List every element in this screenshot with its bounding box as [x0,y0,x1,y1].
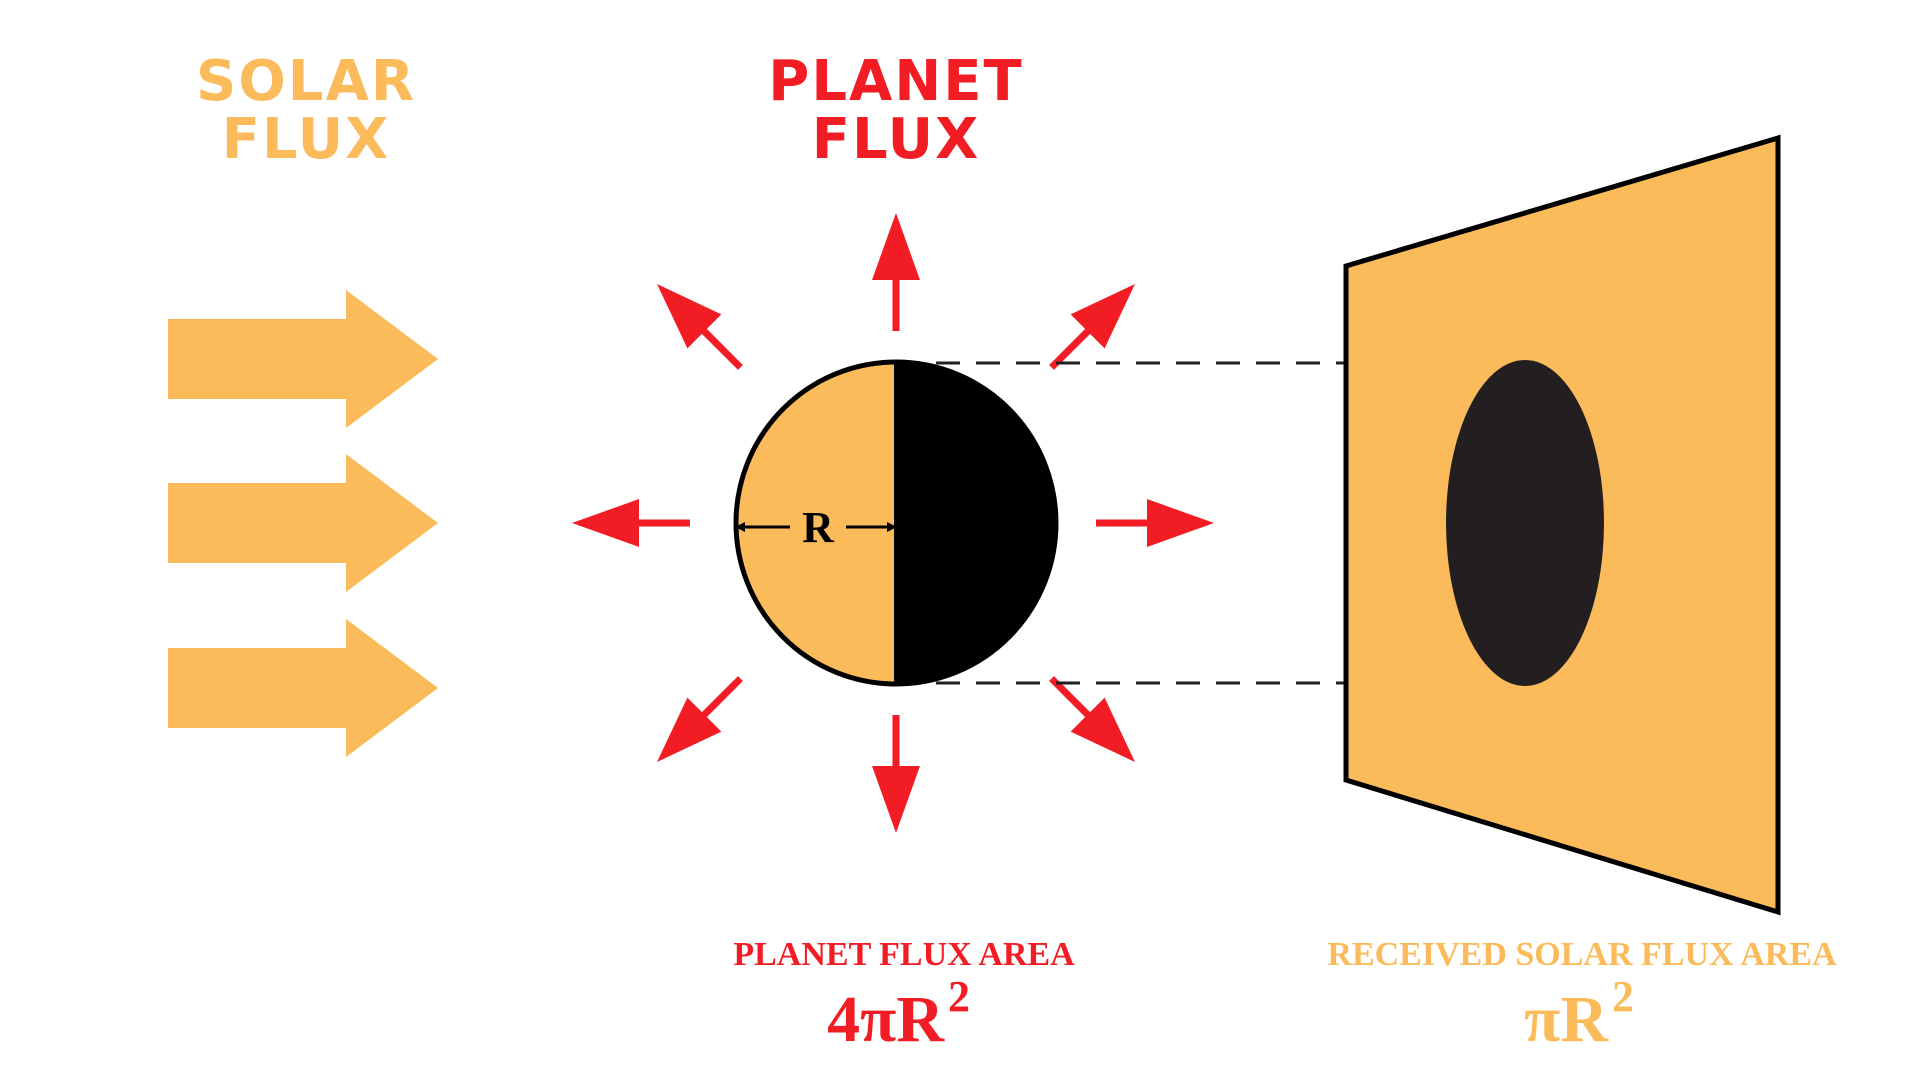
receiving-screen [1343,134,1781,916]
red-arrow-down-left [656,676,743,763]
received-solar-flux-area-formula: πR 2 [1524,972,1634,1056]
planet-night-side [896,362,1056,684]
red-arrow-up [872,213,920,331]
received-solar-flux-area-label: RECEIVED SOLAR FLUX AREA [1327,936,1837,973]
red-arrow-right [1096,499,1214,547]
red-arrow-down [872,715,920,833]
solar-arrow-middle [168,454,438,592]
projection-lines [896,361,1516,685]
planet-flux-area-formula-exponent: 2 [948,972,970,1021]
solar-flux-arrows [168,290,438,757]
red-arrow-left [572,499,690,547]
received-solar-flux-area-formula-exponent: 2 [1612,972,1634,1021]
planet-flux-arrows [572,213,1214,833]
planet-shadow [1446,360,1604,686]
red-arrow-up-right [1049,283,1136,370]
planet-flux-area-formula: 4πR 2 [827,972,970,1056]
solar-flux-title-line1: SOLAR [196,49,416,114]
solar-arrow-top [168,290,438,428]
solar-arrow-bottom [168,619,438,757]
planet [733,359,1059,687]
planet-flux-area-formula-base: 4πR [827,983,945,1056]
red-arrow-up-left [656,283,743,370]
received-solar-flux-area-formula-base: πR [1524,983,1609,1056]
planet-flux-area-label: PLANET FLUX AREA [733,936,1075,973]
solar-flux-title-line2: FLUX [222,107,391,172]
radius-label: R [802,503,835,552]
red-arrow-down-right [1049,676,1136,763]
planet-flux-title-line2: FLUX [812,107,981,172]
planet-day-side [736,362,896,684]
planet-flux-title-line1: PLANET [768,49,1023,114]
radius-indicator: R [735,503,897,552]
